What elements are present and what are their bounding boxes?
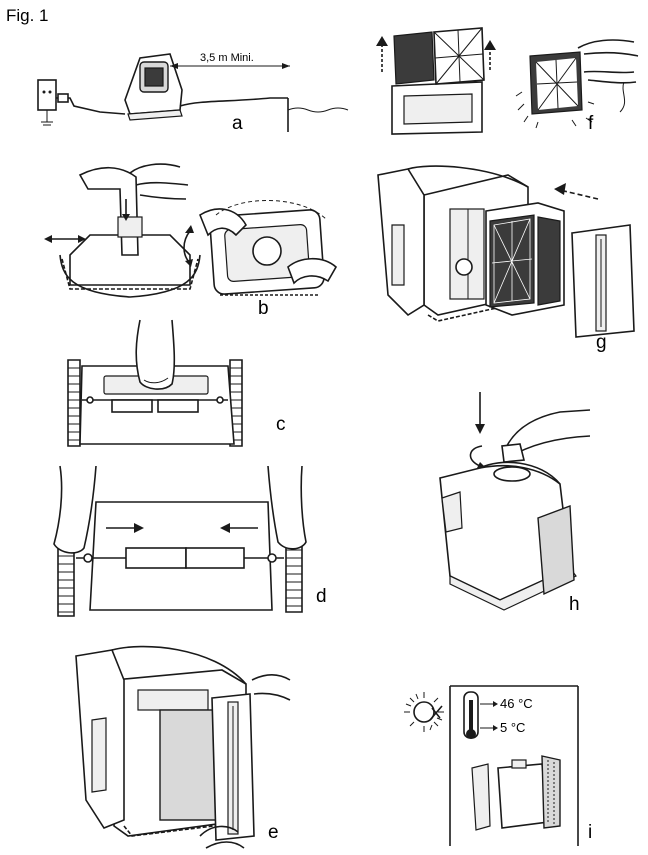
track-left (57, 547, 75, 617)
panel-d-illustration (53, 465, 307, 617)
distance-label: 3,5 m Mini. (200, 52, 254, 64)
track-right (285, 541, 303, 613)
sun-icon (404, 692, 444, 732)
panel-b-illustration (44, 163, 338, 298)
panel-h-label: h (569, 594, 580, 615)
panel-f-label: f (588, 113, 594, 134)
panel-i-illustration (404, 685, 579, 846)
figure-title: Fig. 1 (6, 6, 49, 25)
panel-a-illustration (37, 53, 349, 132)
panel-c-label: c (276, 414, 286, 435)
panel-e-illustration (75, 645, 291, 849)
track-left (67, 359, 81, 447)
lift-arrow-icon (376, 36, 496, 72)
mesh-filter (433, 27, 485, 85)
panel-d-label: d (316, 586, 327, 607)
robot-tilted (439, 461, 577, 611)
panel-e-label: e (268, 822, 279, 843)
robot-rotating-view (199, 200, 338, 296)
thermometer-icon (463, 691, 479, 739)
panel-a-label: a (232, 113, 243, 134)
panel-b-label: b (258, 298, 269, 319)
panel-g-illustration (377, 165, 635, 338)
robot-stored (471, 755, 561, 831)
bottom-cover-panel (571, 224, 635, 338)
panel-h-illustration (439, 392, 591, 611)
wall-outlet-icon (37, 79, 57, 126)
rinsing-filter (515, 51, 595, 129)
panel-i-label: i (588, 822, 593, 843)
push-together-arrow-icon (106, 523, 258, 533)
panel-g-label: g (596, 332, 607, 353)
power-supply-unit (124, 53, 183, 121)
push-down-arrow-icon (475, 392, 485, 434)
rotate-arrow-icon (183, 225, 194, 267)
robot-front-view (59, 166, 201, 298)
bottom-cover-panel (211, 693, 255, 841)
insert-arrow-icon (554, 183, 599, 200)
temperature-min-label: 5 °C (500, 720, 526, 735)
filter-basket (485, 202, 565, 316)
panel-f-illustration (376, 27, 639, 135)
panel-c-illustration (67, 319, 243, 447)
temperature-max-label: 46 °C (500, 696, 533, 711)
